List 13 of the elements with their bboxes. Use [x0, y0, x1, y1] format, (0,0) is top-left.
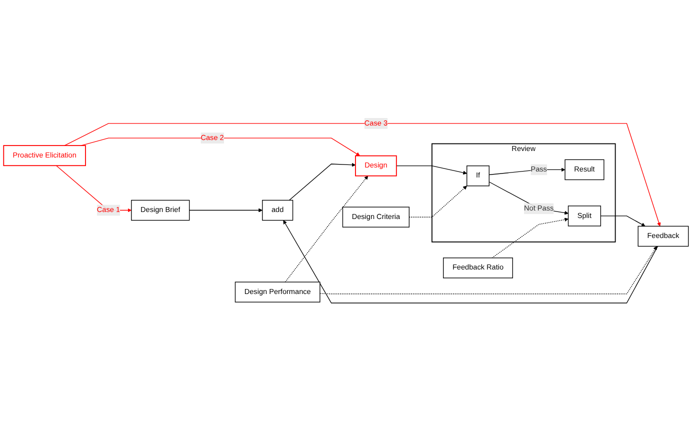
arrow: [320, 246, 658, 294]
arrow: [64, 123, 661, 226]
arrow: [408, 186, 468, 218]
arrow: [284, 176, 368, 282]
arrow: [288, 162, 356, 201]
arrow: [600, 216, 646, 226]
arrow: [396, 166, 468, 175]
arrow: [189, 208, 263, 212]
arrow: [492, 218, 568, 258]
arrow: [56, 165, 132, 212]
arrow: [80, 138, 360, 156]
arrow: [283, 220, 658, 304]
arrow: [488, 182, 568, 215]
